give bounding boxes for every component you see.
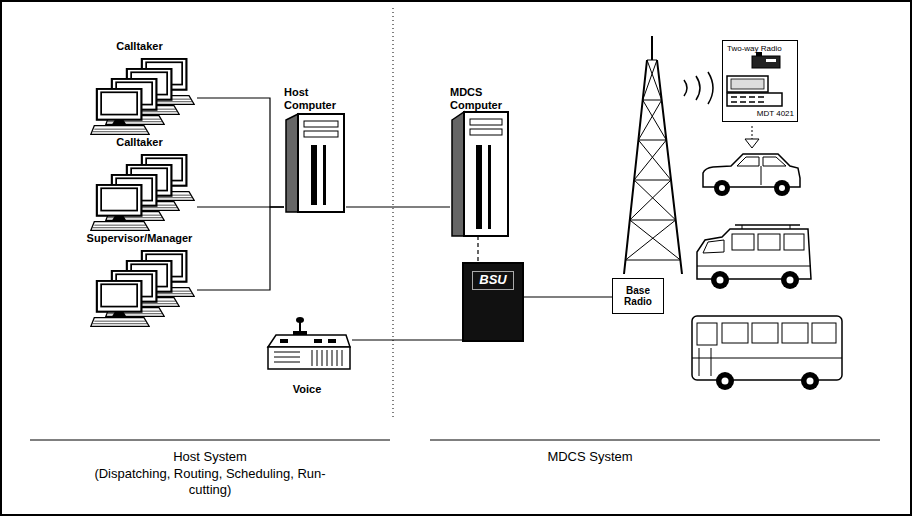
computer-node: MDCS Computer [450, 86, 512, 236]
connector-line [197, 98, 284, 207]
host-tower [286, 114, 344, 212]
workstation-stack [91, 59, 194, 134]
base-radio-box: Base Radio [612, 278, 664, 314]
radio-waves [684, 72, 713, 104]
workstation-group: Supervisor/Manager [82, 232, 197, 328]
computer-label: Host Computer [284, 86, 346, 111]
computer-label: MDCS Computer [450, 86, 512, 111]
group-label: Calltaker [116, 40, 162, 53]
radio-terminal-icons [727, 52, 782, 106]
section-rule [430, 440, 880, 441]
computer-node: Host Computer [284, 86, 346, 212]
car [703, 154, 800, 196]
voice-console [268, 317, 350, 369]
equipment-label: Two-way Radio [727, 44, 794, 53]
bus [692, 316, 842, 390]
workstation-group: Calltaker [82, 40, 197, 136]
group-label: Supervisor/Manager [87, 232, 193, 245]
system-description: (Dispatching, Routing, Scheduling, Run-c… [90, 466, 330, 497]
box-label: Base Radio [616, 285, 660, 308]
workstation-stack [91, 251, 194, 326]
voice-label: Voice [293, 383, 322, 396]
vehicle-equipment-box: Two-way RadioMDT 4021 [722, 40, 798, 122]
radio-tower [624, 36, 682, 274]
voice-node: Voice [262, 318, 352, 398]
bsu-box: BSU [462, 262, 524, 342]
connector-line [524, 296, 612, 297]
workstation-stack [91, 155, 194, 230]
model-label: MDT 4021 [727, 109, 794, 118]
system-label: MDCS System [500, 449, 680, 465]
mdcs-tower [452, 112, 508, 236]
connector-line [477, 236, 478, 262]
bsu-label: BSU [472, 271, 513, 290]
system-label: Host System [30, 449, 390, 465]
workstation-group: Calltaker [82, 136, 197, 232]
divider [393, 8, 394, 418]
section-rule [30, 440, 390, 441]
down-arrow [745, 126, 759, 148]
van [697, 225, 811, 289]
connector-line [346, 206, 450, 207]
connector-line [197, 207, 284, 290]
group-label: Calltaker [116, 136, 162, 149]
connector-line [352, 339, 462, 340]
